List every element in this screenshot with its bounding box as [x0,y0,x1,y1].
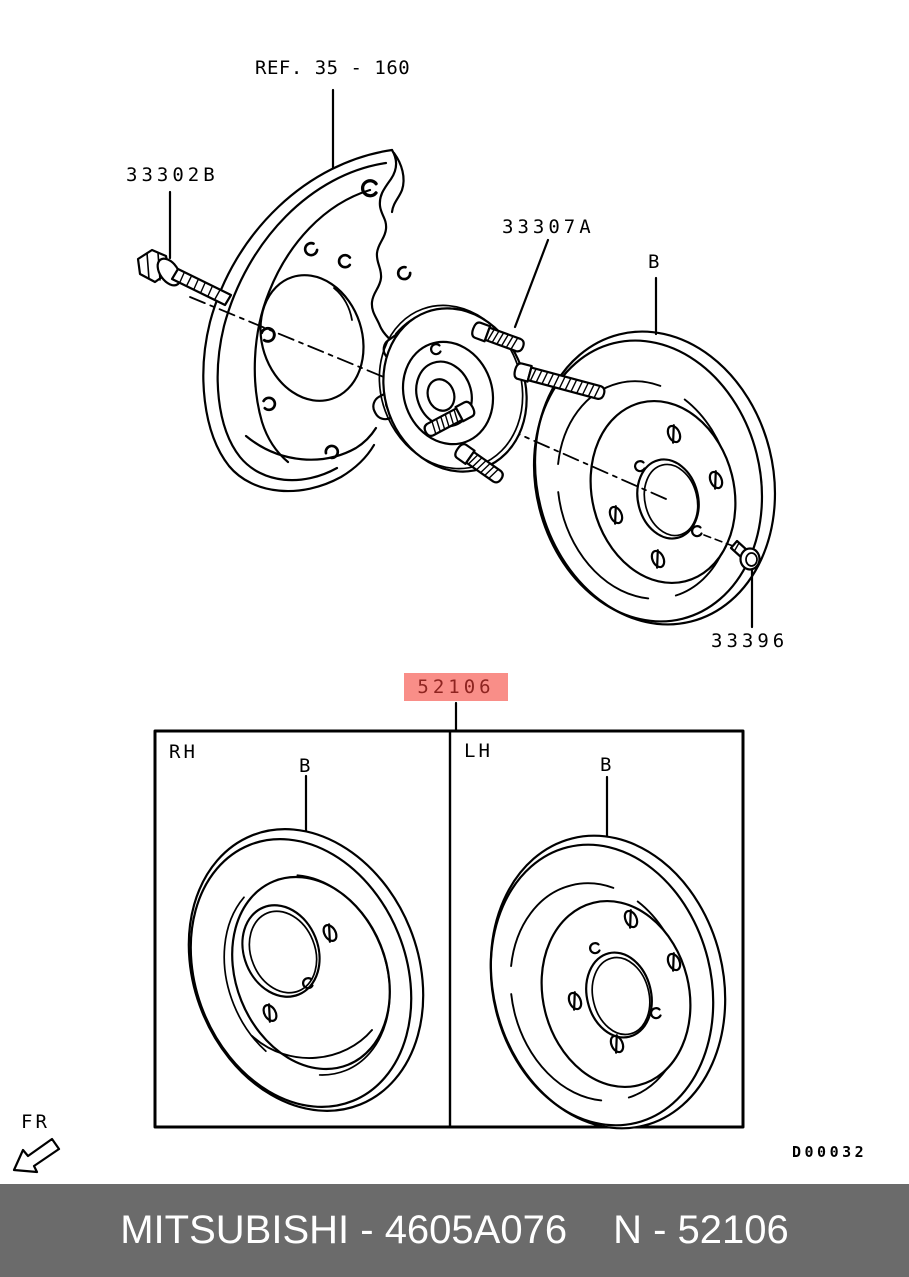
parts-line-art [12,88,777,1174]
ref-section-label[interactable]: REF. 35 - 160 [255,57,411,79]
hub-assembly-drawing [357,304,608,487]
brake-disc-lh-drawing [489,834,727,1130]
part-number-33396[interactable]: 33396 [711,630,789,652]
part-number-33307A[interactable]: 33307A [502,216,595,238]
rh-panel-label: RH [169,741,198,763]
disc-letter-lh: B [600,754,616,776]
part-number-33302B[interactable]: 33302B [126,164,219,186]
footer-catalog-number: N - 52106 [613,1208,789,1252]
drawing-code: D00032 [792,1143,868,1161]
lh-panel-label: LH [464,740,493,762]
footer-bar: MITSUBISHI - 4605A076 N - 52106 [0,1184,909,1277]
assembly-axis-line [189,296,421,393]
brake-disc-rh-drawing [187,828,425,1112]
brake-disc-top-drawing [532,330,777,626]
front-marker-label: FR [21,1111,50,1133]
backing-plate-bolt-drawing [136,248,233,307]
footer-brand-part: MITSUBISHI - 4605A076 [120,1208,568,1252]
disc-letter-top: B [648,251,664,273]
selected-part-number-52106[interactable]: 52106 [404,673,508,701]
disc-letter-rh: B [299,755,315,777]
front-direction-arrow [12,1137,61,1174]
lock-screw-drawing [703,534,761,571]
assembly-axis-line-right [504,427,667,500]
backing-plate-drawing [202,148,431,493]
leader-lines [168,88,754,838]
variant-box [153,729,745,1129]
